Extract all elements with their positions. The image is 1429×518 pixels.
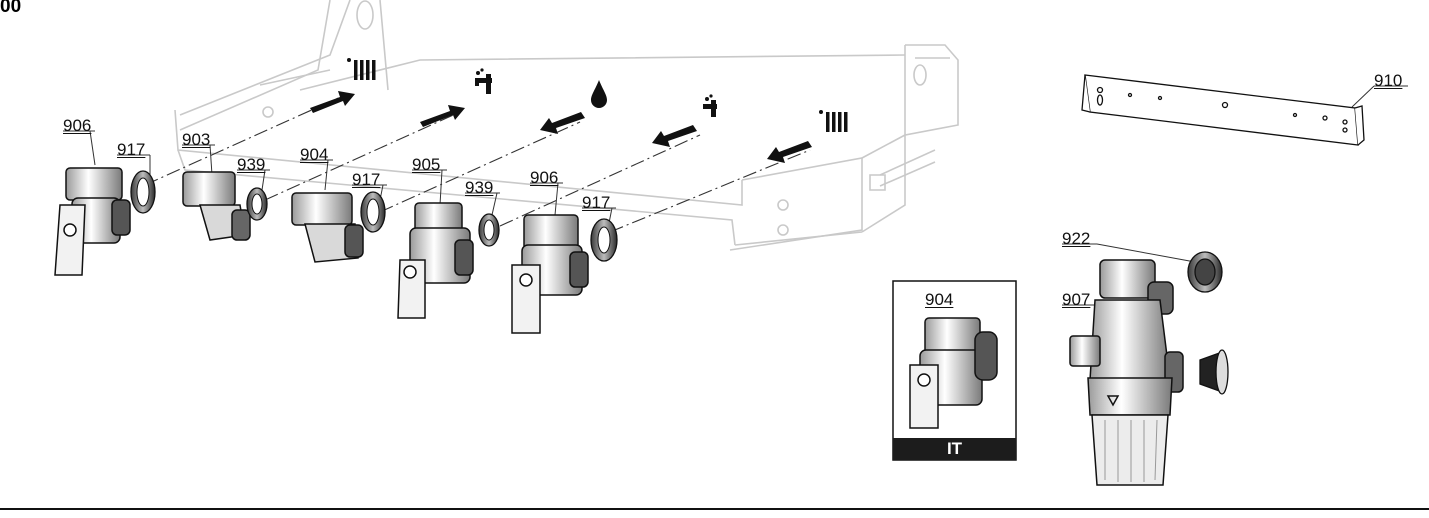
tap-icon <box>475 68 492 94</box>
gasket-917-c <box>590 218 618 262</box>
part-label-939-b: 939 <box>465 178 494 197</box>
valve-903 <box>182 171 251 241</box>
part-label-939: 939 <box>237 155 266 174</box>
valve-905 <box>397 202 474 319</box>
filter-907 <box>1069 259 1184 486</box>
gasket-939-b <box>478 213 500 247</box>
part-label-910: 910 <box>1374 71 1403 90</box>
valve-904 <box>291 192 364 263</box>
radiator-icon-2 <box>819 110 848 132</box>
corner-label: 00 <box>0 0 22 17</box>
arrow-heating-flow <box>310 91 355 113</box>
tap-icon-2 <box>703 94 717 117</box>
part-label-904: 904 <box>300 145 329 164</box>
part-label-903: 903 <box>182 130 211 149</box>
part-label-906-b: 906 <box>530 168 559 187</box>
strainer-922 <box>1187 251 1223 293</box>
gasket-939-a <box>246 187 268 221</box>
part-label-917-b: 917 <box>352 170 381 189</box>
part-label-917-c: 917 <box>582 193 611 212</box>
mounting-frame <box>174 0 959 251</box>
valve-906-left <box>54 167 131 276</box>
part-label-917: 917 <box>117 140 146 159</box>
water-drop-icon <box>591 80 607 108</box>
part-label-904-inset: 904 <box>925 290 954 309</box>
arrow-cold-in <box>540 112 585 134</box>
gasket-917-a <box>130 170 156 214</box>
arrow-dhw-in <box>652 125 697 147</box>
inset-caption: IT <box>893 438 1016 460</box>
flow-arrows <box>310 91 812 163</box>
arrow-heating-return <box>767 141 812 163</box>
part-label-907: 907 <box>1062 290 1091 309</box>
radiator-icon <box>347 58 376 80</box>
axis-lines <box>144 94 811 233</box>
part-label-905: 905 <box>412 155 441 174</box>
arrow-dhw-out <box>420 105 465 127</box>
gasket-917-b <box>360 191 386 233</box>
leader-lines <box>63 85 1408 346</box>
inset-box <box>892 280 1017 461</box>
part-label-906: 906 <box>63 116 92 135</box>
part-label-922: 922 <box>1062 229 1091 248</box>
valve-906-right <box>511 214 589 334</box>
wall-bracket-910 <box>1081 74 1365 146</box>
strainer-922b <box>1199 349 1229 395</box>
